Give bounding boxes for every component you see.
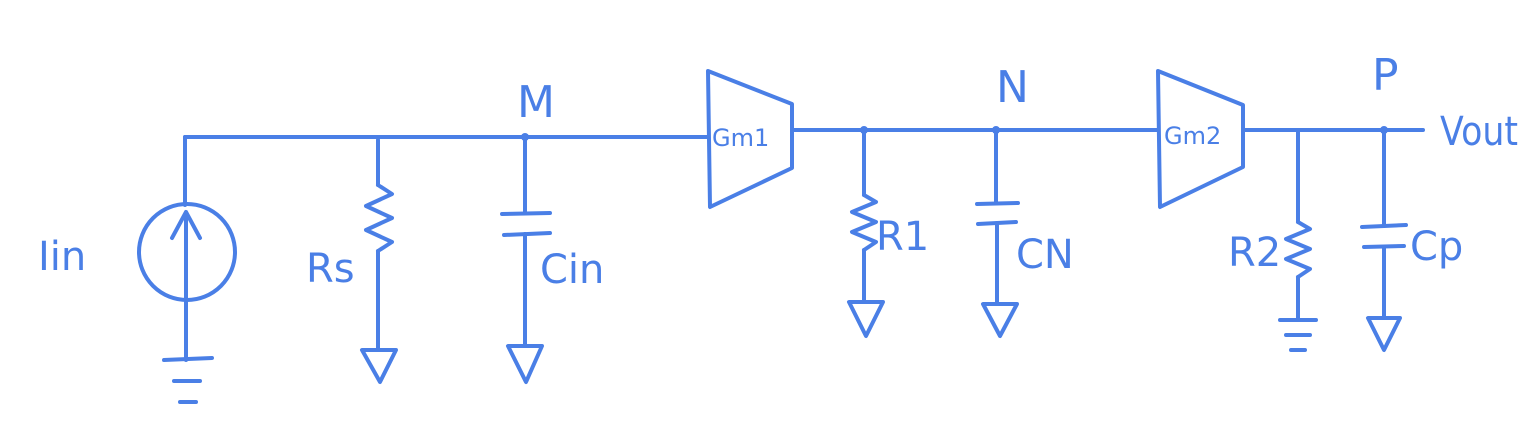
capacitor-cin — [500, 135, 552, 347]
capacitor-cn — [975, 128, 1020, 304]
capacitor-cp — [1360, 128, 1408, 318]
label-cin: Cin — [540, 247, 604, 293]
label-rs: Rs — [306, 246, 355, 292]
label-iin: Iin — [38, 234, 86, 280]
label-r1: R1 — [876, 214, 929, 260]
resistor-r2 — [1284, 128, 1312, 320]
label-gm2: Gm2 — [1164, 122, 1221, 150]
ground-cp — [1366, 316, 1402, 352]
ground-iin — [162, 356, 214, 404]
current-source-arrow — [170, 210, 202, 302]
ground-cn — [981, 302, 1019, 338]
amplifier-gm1 — [706, 69, 794, 209]
resistor-rs — [364, 138, 394, 350]
label-cn: CN — [1016, 232, 1074, 278]
wire-input-to-gm1 — [183, 135, 710, 141]
resistor-r2-zigzag — [1284, 220, 1312, 279]
resistor-rs-zigzag — [364, 183, 394, 253]
label-cp: Cp — [1410, 224, 1463, 270]
ground-r1 — [847, 300, 885, 338]
ground-r2 — [1278, 318, 1318, 352]
label-vout: Vout — [1440, 109, 1518, 155]
node-label-n: N — [996, 62, 1029, 113]
resistor-r1-zigzag — [850, 193, 878, 252]
ground-cin — [506, 344, 544, 384]
amplifier-gm2 — [1156, 69, 1245, 209]
node-label-m: M — [517, 77, 555, 128]
current-source-iin — [137, 135, 237, 362]
resistor-r1 — [850, 128, 878, 302]
ground-rs — [360, 348, 398, 384]
node-label-p: P — [1372, 50, 1399, 101]
label-gm1: Gm1 — [712, 124, 769, 152]
label-r2: R2 — [1228, 230, 1281, 276]
